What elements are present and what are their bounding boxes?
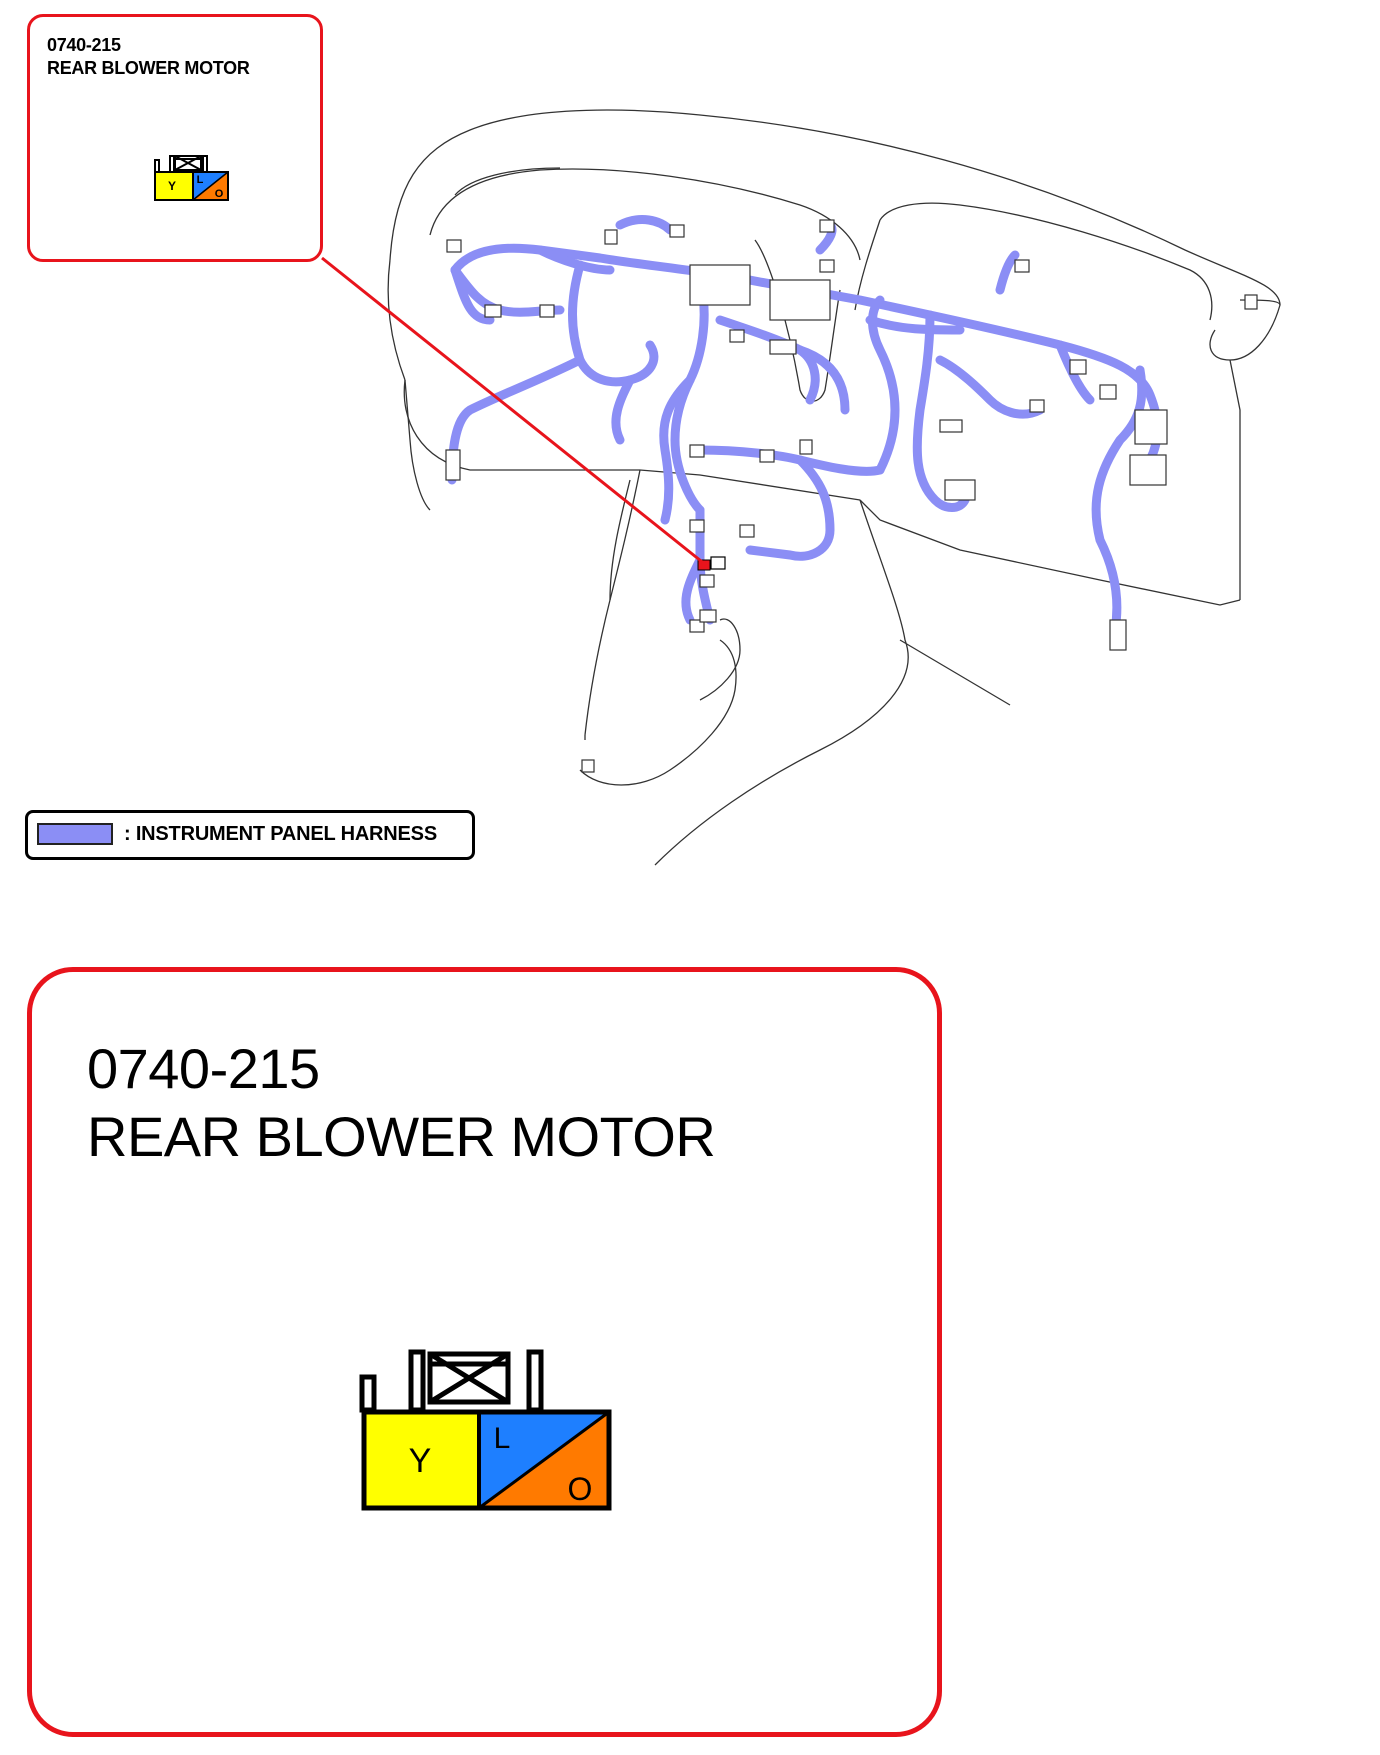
pin-label-o-large: O: [568, 1471, 593, 1507]
legend-swatch: [37, 823, 113, 845]
connector-face-small: Y L O: [154, 155, 229, 201]
pin-label-y: Y: [168, 179, 176, 193]
pin-label-o: O: [215, 188, 224, 200]
dashboard-outline: [387, 109, 1281, 866]
pin-label-l: L: [197, 174, 204, 186]
connector-face-large: Y L O: [359, 1349, 612, 1511]
connector-name: REAR BLOWER MOTOR: [47, 58, 250, 78]
connector-callout-large: 0740-215 REAR BLOWER MOTOR Y L O: [27, 967, 942, 1737]
pin-label-y-large: Y: [409, 1442, 432, 1480]
connector-callout-small: 0740-215 REAR BLOWER MOTOR Y L O: [27, 14, 323, 262]
legend-label: : INSTRUMENT PANEL HARNESS: [124, 823, 437, 845]
connector-code: 0740-215: [47, 35, 121, 55]
callout-leader-line: [321, 256, 707, 567]
connector-name-large: REAR BLOWER MOTOR: [87, 1105, 716, 1168]
harness-legend: : INSTRUMENT PANEL HARNESS: [25, 810, 475, 860]
connector-code-large: 0740-215: [87, 1037, 320, 1100]
harness-connectors: [445, 219, 1258, 773]
pin-label-l-large: L: [494, 1422, 511, 1455]
